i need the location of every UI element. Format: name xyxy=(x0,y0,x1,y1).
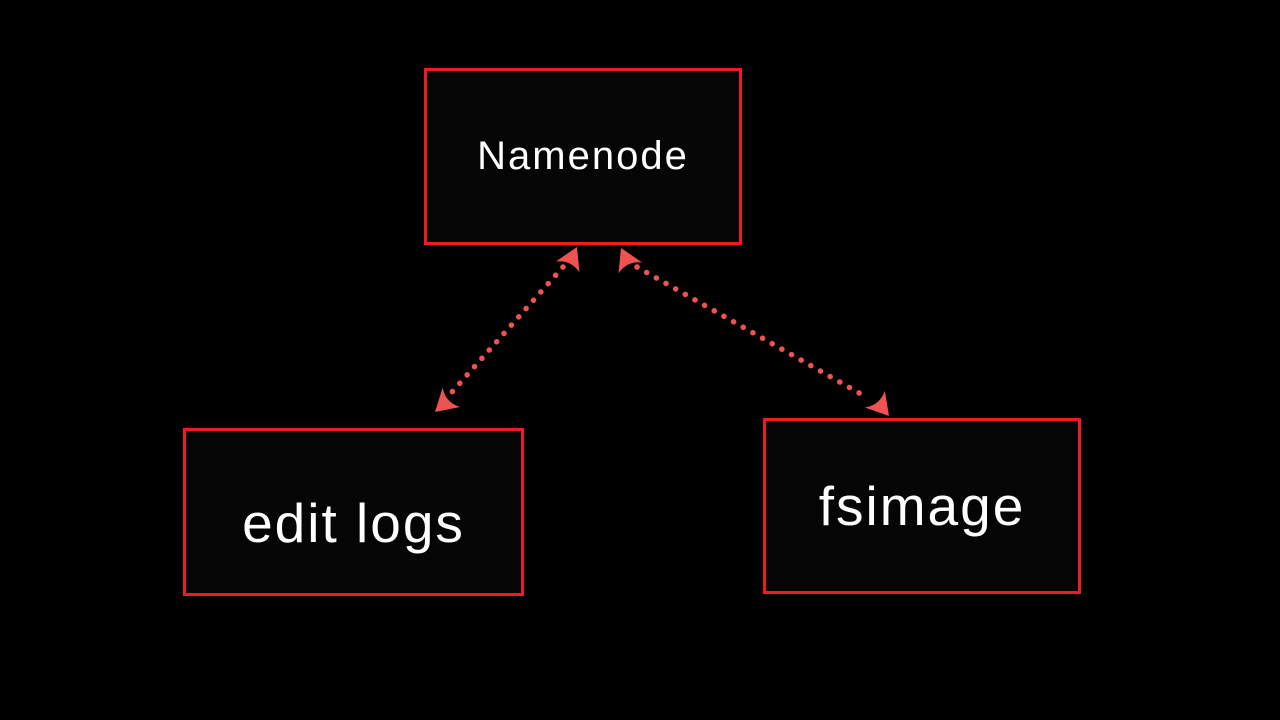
arrowhead-down-left-icon xyxy=(435,387,461,412)
edge-namenode-fsimage xyxy=(618,248,889,416)
edge-namenode-fsimage-line xyxy=(634,264,871,401)
edge-namenode-editlogs xyxy=(435,247,580,412)
node-edit-logs-label: edit logs xyxy=(242,492,465,554)
arrowhead-up-icon xyxy=(618,248,643,274)
node-fsimage: fsimage xyxy=(763,418,1081,594)
node-edit-logs: edit logs xyxy=(183,428,524,596)
edge-namenode-editlogs-line xyxy=(449,264,566,395)
arrowhead-up-icon xyxy=(555,247,580,273)
node-namenode-label: Namenode xyxy=(477,134,689,178)
node-namenode: Namenode xyxy=(424,68,742,245)
node-fsimage-label: fsimage xyxy=(818,475,1026,537)
